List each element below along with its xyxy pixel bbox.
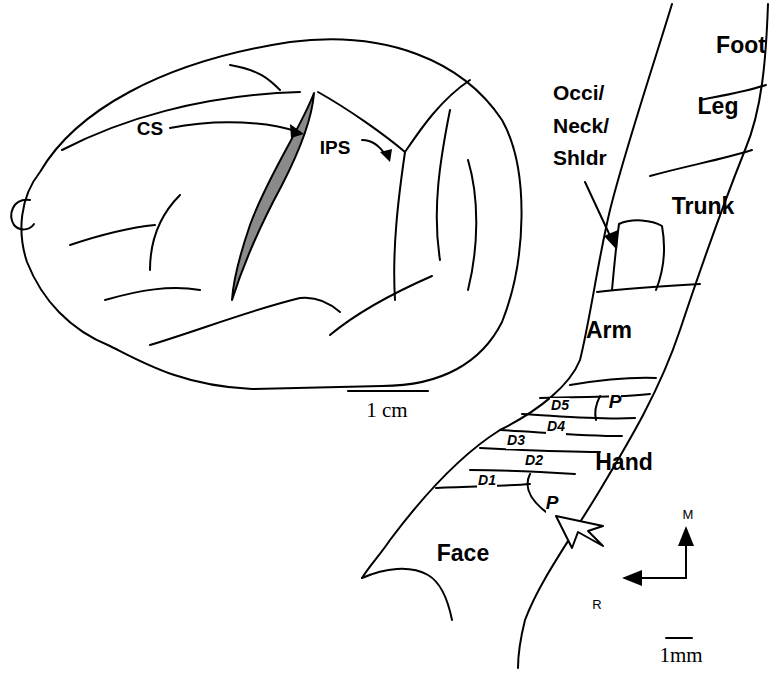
region-label: Face <box>437 541 489 566</box>
region-label: Trunk <box>672 194 735 219</box>
sulcus-label: IPS <box>320 138 351 159</box>
arrowhead <box>604 230 618 250</box>
axis-label: M <box>683 508 694 522</box>
map-right-border <box>518 4 768 668</box>
region-label: Hand <box>595 450 653 475</box>
region-border <box>480 448 600 452</box>
sulcus <box>105 288 200 300</box>
arrowhead <box>290 124 304 138</box>
digit-label: D5 <box>550 398 570 413</box>
sulcus <box>330 276 432 335</box>
region-label: Occi/ Neck/ Shldr <box>553 77 609 175</box>
scale-label: 1mm <box>659 644 702 667</box>
sulcus-label: CS <box>137 119 163 140</box>
sulcus <box>70 225 155 245</box>
arrowhead <box>622 570 642 586</box>
sulcus <box>405 80 470 152</box>
pointer-arrow <box>170 122 298 132</box>
scale-label: 1 cm <box>366 399 407 422</box>
arrowhead <box>380 149 392 162</box>
region-border <box>650 150 752 176</box>
sulcus <box>62 92 300 150</box>
arrowhead <box>678 526 694 546</box>
axis-label: R <box>592 598 601 612</box>
sulcus <box>150 195 180 270</box>
region-border <box>522 414 635 419</box>
region-border <box>570 378 656 385</box>
axis-line <box>636 577 686 579</box>
palm-label: P <box>609 392 622 413</box>
digit-label: D1 <box>477 473 497 488</box>
map-left-border <box>362 4 672 578</box>
region-border <box>595 396 600 420</box>
sulcus <box>150 298 340 345</box>
region-label: Leg <box>698 94 739 119</box>
pointer-arrow <box>585 182 612 240</box>
sulcus <box>437 110 450 260</box>
central-sulcus <box>232 93 314 300</box>
hollow-arrowhead <box>556 516 603 548</box>
digit-label: D4 <box>546 419 566 434</box>
brain-outline <box>21 39 521 389</box>
palm-label: P <box>546 493 559 514</box>
scale-bar <box>666 637 692 639</box>
region-label: Foot <box>716 33 766 58</box>
digit-label: D3 <box>506 433 526 448</box>
olfactory-bump <box>11 200 34 230</box>
digit-label: D2 <box>524 453 544 468</box>
map-face-border <box>362 569 452 620</box>
sulcus <box>230 65 280 90</box>
region-label: Arm <box>586 318 632 343</box>
region-border <box>612 220 664 290</box>
region-border <box>597 284 700 292</box>
sulcus <box>394 152 405 300</box>
region-border <box>527 474 546 512</box>
sulcus <box>468 160 476 290</box>
scale-bar <box>348 390 428 392</box>
